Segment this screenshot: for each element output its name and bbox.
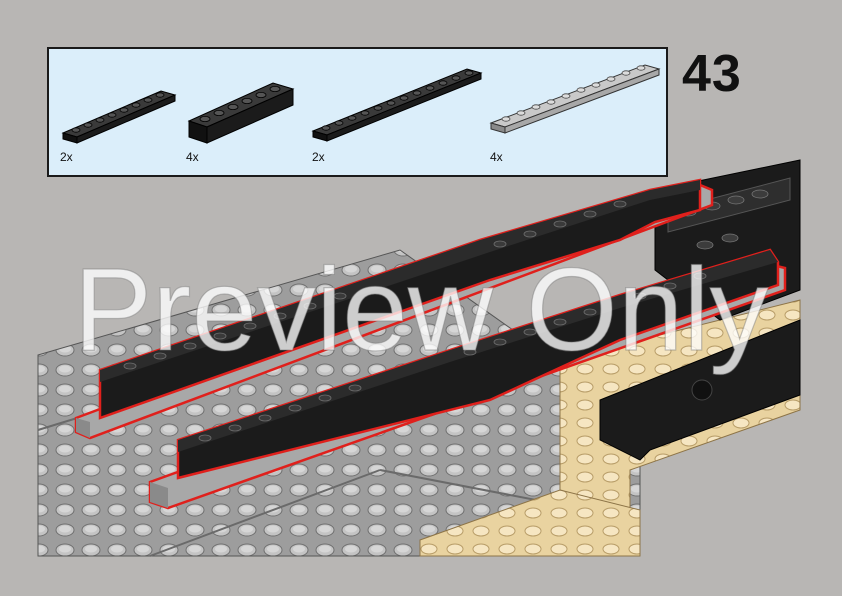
black-plate-1x8-icon [61, 90, 177, 144]
black-plate-1x12-icon [311, 68, 483, 142]
part-qty: 4x [186, 150, 199, 164]
part-qty: 2x [312, 150, 325, 164]
grey-plate-1x10-icon [489, 64, 661, 134]
parts-callout: 2x 4x 2x [47, 47, 668, 177]
step-number: 43 [682, 45, 742, 103]
part-qty: 4x [490, 150, 503, 164]
black-brick-1x6-icon [187, 82, 295, 144]
part-qty: 2x [60, 150, 73, 164]
